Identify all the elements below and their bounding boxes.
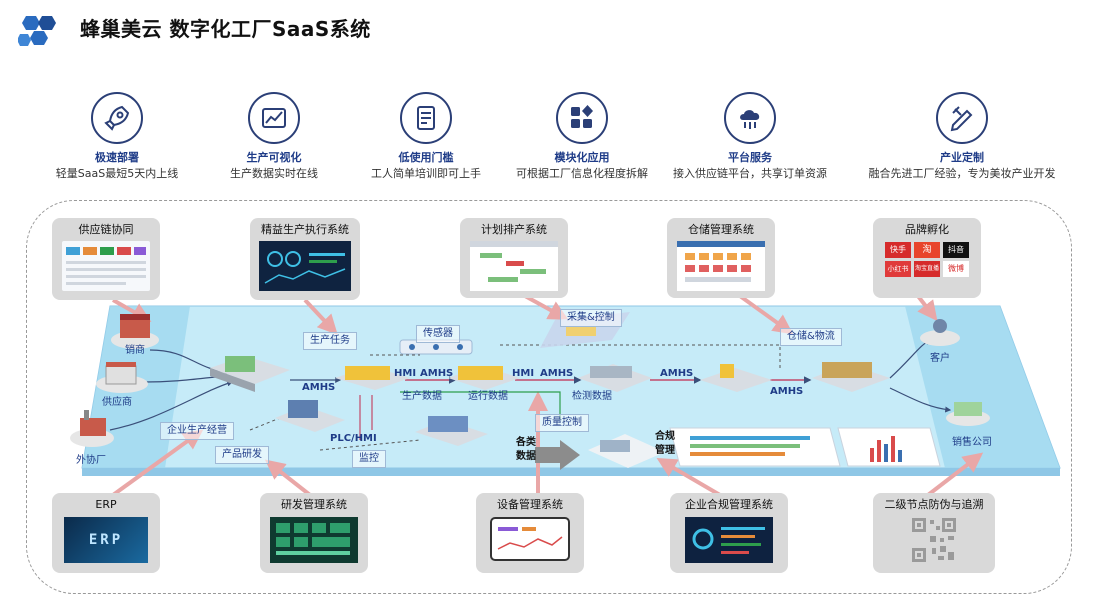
module-title: ERP (95, 498, 117, 511)
feature-platform: 平台服务 接入供应链平台，共享订单资源 (665, 92, 835, 182)
label-production-data: 生产数据 (402, 391, 442, 402)
label-run-data: 运行数据 (468, 391, 508, 402)
module-mes[interactable]: 精益生产执行系统 (250, 218, 360, 300)
label-compliance: 合规管理 (655, 431, 675, 456)
label-amhs-3: AMHS (540, 368, 574, 379)
module-wms[interactable]: 仓储管理系统 (667, 218, 775, 298)
tag-product-rd: 产品研发 (215, 446, 269, 464)
qr-code-icon (910, 516, 958, 564)
feature-modular: 模块化应用 可根据工厂信息化程度拆解 (497, 92, 667, 182)
erp-screen-text: ERP (88, 532, 124, 548)
cloud-icon (724, 92, 776, 144)
tag-monitoring: 监控 (352, 450, 386, 468)
aps-screenshot-icon (470, 241, 558, 291)
module-title: 精益生产执行系统 (261, 223, 349, 236)
feature-low-barrier: 低使用门槛 工人简单培训即可上手 (341, 92, 511, 182)
feature-desc: 融合先进工厂经验，专为美妆产业开发 (868, 167, 1056, 180)
rocket-icon (91, 92, 143, 144)
feature-desc: 工人简单培训即可上手 (371, 167, 481, 180)
feature-desc: 接入供应链平台，共享订单资源 (673, 167, 827, 180)
module-title: 供应链协同 (78, 223, 134, 236)
page-title: 蜂巢美云 数字化工厂SaaS系统 (80, 17, 371, 41)
feature-desc: 轻量SaaS最短5天内上线 (55, 167, 179, 180)
module-title: 仓储管理系统 (688, 223, 754, 236)
feature-custom: 产业定制 融合先进工厂经验，专为美妆产业开发 (862, 92, 1062, 182)
label-plc-hmi: PLC/HMI (330, 433, 377, 444)
compliance-screenshot-icon (685, 517, 773, 563)
feature-visual: 生产可视化 生产数据实时在线 (189, 92, 359, 182)
wms-screenshot-icon (677, 241, 765, 291)
module-title: 研发管理系统 (281, 498, 347, 511)
xiaohongshu-badge: 小红书 (885, 261, 911, 277)
module-brand-incubation[interactable]: 品牌孵化 快手 淘 抖音 小红书 淘宝直播 微博 (873, 218, 981, 298)
label-amhs-1: AMHS (302, 382, 336, 393)
equipment-screenshot-icon (490, 517, 570, 561)
label-various-data: 各类数据 (516, 437, 536, 462)
tag-collect-control: 采集&控制 (560, 309, 622, 327)
document-icon (400, 92, 452, 144)
feature-title: 平台服务 (728, 151, 772, 164)
taobao-live-badge: 淘宝直播 (914, 261, 940, 277)
system-frame (26, 200, 1072, 594)
kuaishou-badge: 快手 (885, 242, 911, 258)
chart-line-icon (248, 92, 300, 144)
tag-warehouse-logistics: 仓储&物流 (780, 328, 842, 346)
modules-icon (556, 92, 608, 144)
module-erp[interactable]: ERP ERP (52, 493, 160, 573)
brand-logo-icon (18, 16, 56, 46)
douyin-badge: 抖音 (943, 242, 969, 258)
feature-title: 极速部署 (95, 151, 139, 164)
label-amhs-5: AMHS (770, 386, 804, 397)
module-title: 品牌孵化 (905, 223, 949, 236)
label-inspection-data: 检测数据 (572, 391, 612, 402)
tag-production-task: 生产任务 (303, 332, 357, 350)
module-aps[interactable]: 计划排产系统 (460, 218, 568, 298)
module-rd[interactable]: 研发管理系统 (260, 493, 368, 573)
erp-screen-icon: ERP (64, 517, 148, 563)
module-title: 计划排产系统 (481, 223, 547, 236)
weibo-badge: 微博 (943, 261, 969, 277)
design-icon (936, 92, 988, 144)
feature-fast-deploy: 极速部署 轻量SaaS最短5天内上线 (32, 92, 202, 182)
mes-screenshot-icon (259, 241, 351, 291)
rd-screenshot-icon (270, 517, 358, 563)
tag-enterprise-operations: 企业生产经营 (160, 422, 234, 440)
feature-desc: 可根据工厂信息化程度拆解 (516, 167, 648, 180)
module-supply-chain[interactable]: 供应链协同 (52, 218, 160, 300)
feature-desc: 生产数据实时在线 (230, 167, 318, 180)
module-equipment[interactable]: 设备管理系统 (476, 493, 584, 573)
module-traceability[interactable]: 二级节点防伪与追溯 (873, 493, 995, 573)
node-label-sales-company: 销售公司 (952, 437, 992, 448)
feature-title: 低使用门槛 (398, 151, 454, 164)
taobao-badge: 淘 (914, 242, 940, 258)
node-label-outsourcing: 外协厂 (76, 455, 106, 466)
feature-title: 产业定制 (940, 151, 984, 164)
tag-sensor: 传感器 (416, 325, 460, 343)
node-label-dealer: 销商 (125, 345, 145, 356)
module-title: 设备管理系统 (497, 498, 563, 511)
node-label-customer: 客户 (930, 353, 950, 364)
module-title: 二级节点防伪与追溯 (884, 498, 984, 511)
feature-title: 模块化应用 (554, 151, 610, 164)
label-amhs-2: AMHS (420, 368, 454, 379)
feature-title: 生产可视化 (246, 151, 302, 164)
node-label-supplier: 供应商 (102, 397, 132, 408)
label-hmi-1: HMI (394, 368, 417, 379)
module-title: 企业合规管理系统 (685, 498, 773, 511)
module-compliance[interactable]: 企业合规管理系统 (670, 493, 788, 573)
supply-chain-screenshot-icon (62, 241, 150, 291)
label-hmi-2: HMI (512, 368, 535, 379)
label-amhs-4: AMHS (660, 368, 694, 379)
tag-quality-control: 质量控制 (535, 414, 589, 432)
